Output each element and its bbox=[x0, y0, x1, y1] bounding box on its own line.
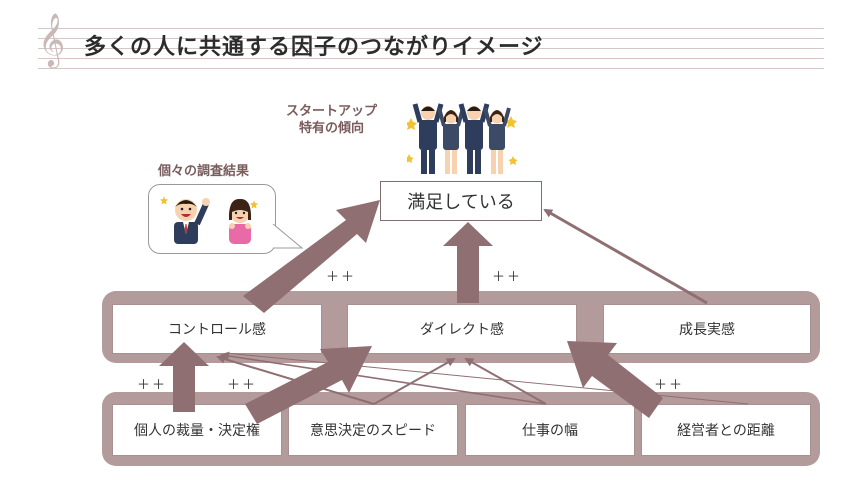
arrow-ceo-to-control bbox=[225, 352, 749, 405]
node-growth: 成長実感 bbox=[603, 304, 811, 354]
happy-woman-icon bbox=[229, 198, 258, 244]
plus-mark: ＋＋ bbox=[492, 270, 523, 285]
plus-mark: ＋＋ bbox=[137, 378, 168, 393]
arrow-ceo-to-direct bbox=[567, 341, 663, 418]
arrow-scope-to-control bbox=[220, 351, 547, 405]
arrow-scope-to-direct bbox=[464, 358, 547, 405]
node-satisfied: 満足している bbox=[380, 181, 542, 221]
node-job-scope: 仕事の幅 bbox=[465, 404, 635, 456]
arrow-growth-to-satisfied bbox=[543, 208, 708, 305]
arrow-speed-to-direct bbox=[373, 358, 456, 405]
treble-clef-icon: 𝄞 bbox=[38, 12, 66, 66]
survey-speech-bubble bbox=[148, 184, 276, 254]
arrow-discretion-to-control bbox=[159, 342, 209, 412]
cheering-team-icon bbox=[407, 103, 518, 174]
bubble-tail bbox=[270, 223, 304, 249]
node-control: コントロール感 bbox=[112, 304, 322, 354]
node-ceo-distance: 経営者との距離 bbox=[641, 404, 811, 456]
survey-results-label: 個々の調査結果 bbox=[158, 164, 250, 179]
startup-label-line1: スタートアップ bbox=[286, 104, 378, 119]
startup-label-line2: 特有の傾向 bbox=[299, 121, 365, 136]
happy-man-icon bbox=[160, 196, 210, 244]
startup-trend-label: スタートアップ 特有の傾向 bbox=[286, 103, 377, 137]
arrow-speed-to-control bbox=[216, 354, 375, 405]
plus-mark: ＋＋ bbox=[654, 378, 685, 393]
arrow-control-to-satisfied bbox=[243, 200, 380, 313]
plus-mark: ＋＋ bbox=[227, 378, 258, 393]
music-staff-decoration bbox=[38, 22, 824, 72]
plus-mark: ＋＋ bbox=[326, 270, 357, 285]
arrow-direct-to-satisfied bbox=[443, 222, 493, 303]
node-direct: ダイレクト感 bbox=[347, 304, 577, 354]
page-title: 多くの人に共通する因子のつながりイメージ bbox=[84, 35, 544, 60]
